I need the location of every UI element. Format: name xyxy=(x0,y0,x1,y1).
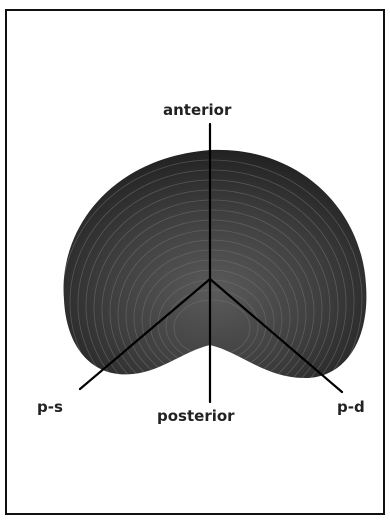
anterior-label: anterior xyxy=(163,101,231,119)
posterior-label: posterior xyxy=(157,407,235,425)
shell-body xyxy=(64,150,367,378)
p-s-label: p-s xyxy=(37,398,63,416)
p-d-label: p-d xyxy=(337,398,365,416)
